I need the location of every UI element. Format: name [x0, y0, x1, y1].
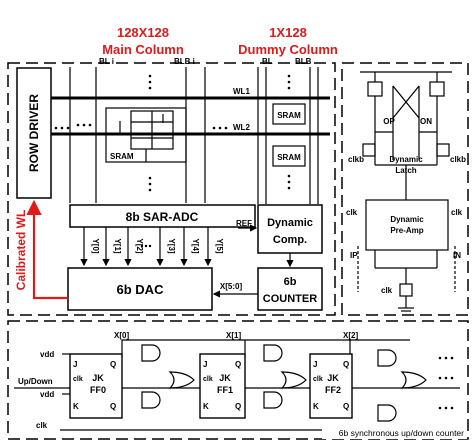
dummy-column-title: Dummy Column [238, 42, 338, 57]
latch-label-2: Latch [395, 166, 416, 175]
ff2-qb: Q [343, 402, 349, 411]
ff1-name-2: FF1 [217, 385, 233, 395]
main-column-title: Main Column [102, 42, 184, 57]
dynamic-comp-block [257, 204, 323, 254]
dummy-bl-label: BL [262, 57, 273, 66]
ff0-qb: Q [110, 402, 116, 411]
ff1-name-1: JK [219, 373, 231, 383]
dummy-sram-2-label: SRAM [277, 153, 301, 162]
sar-adc-label: 8b SAR-ADC [126, 210, 199, 224]
wl1-label: WL1 [233, 87, 250, 96]
in-label: IN [453, 251, 461, 260]
blb-i-label: BLB i [174, 57, 195, 66]
sram-cell-label: SRAM [110, 152, 134, 161]
ff-blocks [69, 353, 353, 419]
comparator-schematic [357, 71, 456, 312]
counter-caption: 6b synchronous up/down counter [339, 428, 464, 438]
on-label: ON [420, 117, 432, 126]
ff0-j: J [73, 360, 77, 369]
sar-adc-block [69, 204, 256, 228]
preamp-label-2: Pre-Amp [390, 226, 423, 235]
dac-block [67, 267, 213, 311]
adc-output-y1: Y[1] [113, 238, 122, 253]
ff2-j: J [313, 360, 317, 369]
ref-label: REF [236, 219, 252, 228]
up-down-label: Up/Down [18, 377, 53, 386]
ff2-clk: clk [313, 376, 323, 383]
ff0-name-1: JK [92, 373, 104, 383]
clk-tail-label: clk [381, 286, 393, 295]
ff1-j: J [203, 360, 207, 369]
ff0-clk: clk [73, 376, 83, 383]
op-label: OP [383, 117, 395, 126]
dummy-sram-1-label: SRAM [277, 111, 301, 120]
dynamic-comp-label-1: Dynamic [267, 217, 313, 229]
clk-right-label: clk [451, 208, 463, 217]
caption-background [322, 426, 467, 439]
vdd-label-2: vdd [40, 390, 54, 399]
ip-label: IP [350, 251, 358, 260]
ff2-name-2: FF2 [325, 385, 341, 395]
x2-label: X[2] [343, 331, 358, 340]
calibrated-wl-label: Calibrated WL [14, 210, 28, 291]
main-column-size: 128X128 [117, 25, 169, 40]
dummy-column [257, 67, 330, 204]
dummy-blb-label: BLB [295, 57, 312, 66]
adc-output-y0: Y[0] [91, 238, 100, 253]
ff1-qb: Q [235, 402, 241, 411]
ff2-k: K [313, 402, 319, 411]
left-dashed-frame [7, 62, 336, 316]
row-driver-label: ROW DRIVER [27, 94, 41, 172]
x-bus-label: X[5:0] [220, 282, 243, 291]
dummy-column-size: 1X128 [269, 25, 307, 40]
adc-output-dots [140, 244, 152, 248]
ff1-q: Q [235, 360, 241, 369]
adc-output-arrows [80, 227, 212, 267]
ff1-clk: clk [203, 376, 213, 383]
clkb-left-label: clkb [348, 155, 364, 164]
wl2-label: WL2 [233, 123, 250, 132]
adc-output-y4: Y[4] [191, 238, 200, 253]
bl-i-label: BL i [99, 57, 114, 66]
counter-label-1: 6b [284, 276, 297, 288]
ff0-q: Q [110, 360, 116, 369]
ff0-k: K [73, 402, 79, 411]
array-ellipsis-dots [54, 74, 228, 192]
adc-output-y2: Y[2] [135, 238, 144, 253]
counter-block [257, 267, 323, 311]
latch-label-1: Dynamic [389, 155, 423, 164]
counter-label-2: COUNTER [263, 293, 317, 305]
vdd-label-1: vdd [40, 350, 54, 359]
clkb-right-label: clkb [450, 155, 466, 164]
counter-clk-in-label: clk [36, 421, 48, 430]
x1-label: X[1] [226, 331, 241, 340]
dummy-ellipsis-dots [287, 74, 291, 190]
right-dashed-frame [341, 62, 469, 316]
ff1-k: K [203, 402, 209, 411]
ff2-q: Q [343, 360, 349, 369]
counter-continuation-dots [438, 356, 454, 410]
x0-label: X[0] [114, 331, 129, 340]
dynamic-comp-label-2: Comp. [273, 234, 307, 246]
preamp-label-1: Dynamic [390, 215, 424, 224]
ff2-name-1: JK [327, 373, 339, 383]
clk-left-label: clk [346, 208, 358, 217]
main-array [51, 67, 258, 203]
calibrated-wl-path [26, 199, 68, 300]
ff0-name-2: FF0 [90, 385, 106, 395]
adc-output-y5: Y[5] [215, 238, 224, 253]
adc-output-y3: Y[3] [167, 238, 176, 253]
dac-label: 6b DAC [117, 282, 165, 297]
